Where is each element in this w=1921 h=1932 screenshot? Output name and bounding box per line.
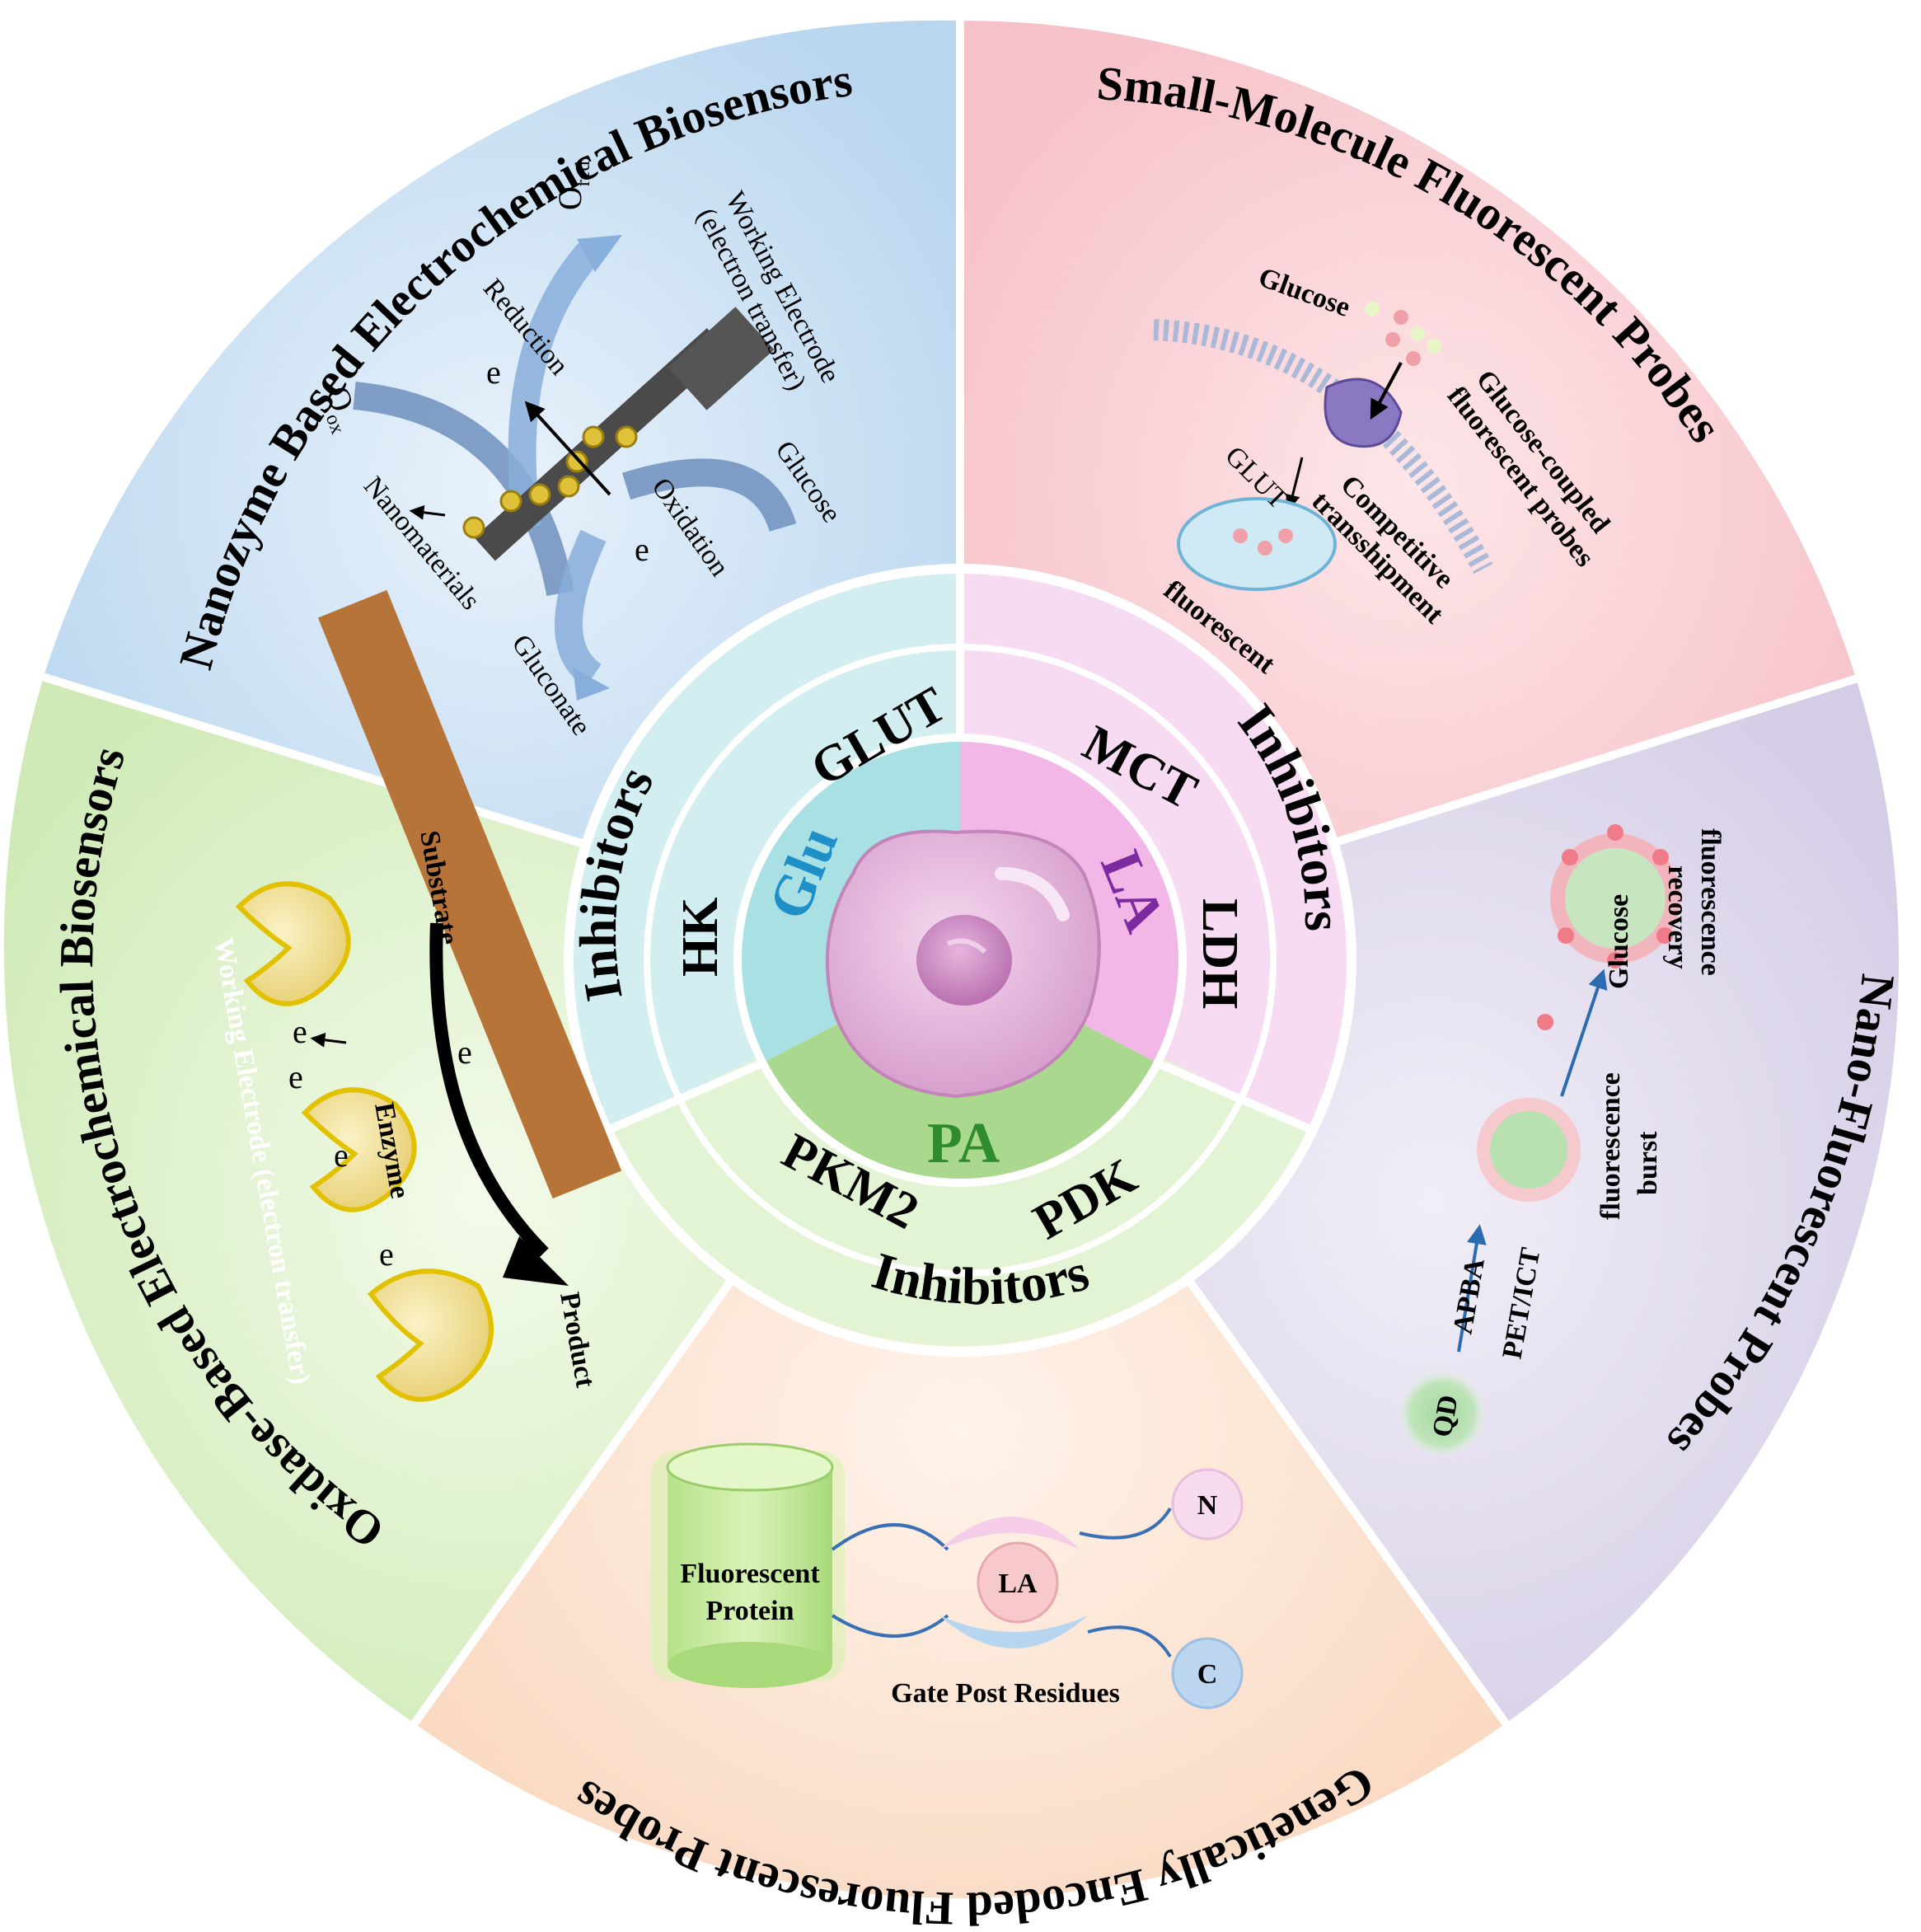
la-molecule bbox=[977, 1541, 1059, 1624]
o-red-label: Ored bbox=[551, 161, 594, 210]
oxidase-e-1: e bbox=[293, 1013, 307, 1050]
recovery-label-1: fluorescence bbox=[1695, 828, 1726, 976]
hk-label: HK bbox=[672, 898, 729, 977]
fluorescent-protein-cylinder bbox=[668, 1467, 832, 1665]
electron-label-1: e bbox=[486, 354, 501, 391]
n-terminus bbox=[1171, 1468, 1244, 1540]
qd-label: QD bbox=[1427, 1393, 1464, 1440]
glucose-label-nano: Glucose bbox=[1604, 894, 1634, 989]
mitochondrion bbox=[1177, 497, 1337, 591]
recovery-label-2: recovery bbox=[1662, 865, 1693, 969]
burst-label-1: fluorescence bbox=[1595, 1072, 1626, 1220]
c-terminus bbox=[1171, 1637, 1244, 1709]
gate-label: Gate Post Residues bbox=[891, 1678, 1120, 1709]
oxidase-electrode bbox=[317, 589, 622, 1199]
binding-domain-top bbox=[939, 1517, 1080, 1550]
cell-nucleus bbox=[916, 915, 1012, 1006]
glucose-molecules bbox=[1365, 302, 1441, 366]
substrate-product-arrow bbox=[429, 922, 549, 1258]
nanoparticles bbox=[462, 425, 638, 539]
binding-domain-bottom bbox=[939, 1615, 1088, 1648]
n-label: N bbox=[1197, 1490, 1218, 1521]
protein-label-1: Fluorescent bbox=[680, 1559, 820, 1589]
oxidase-e-5: e bbox=[379, 1236, 394, 1273]
oxidase-e-3: e bbox=[288, 1058, 303, 1095]
oxidase-e-2: e bbox=[457, 1034, 472, 1071]
quenched-particle bbox=[1477, 1098, 1581, 1202]
electron-label-2: e bbox=[635, 531, 649, 568]
arc-glucose bbox=[621, 458, 797, 532]
genetic-illustration: Fluorescent Protein LA N C Gate Post Res… bbox=[651, 1442, 1244, 1709]
enzymes bbox=[235, 881, 494, 1402]
ldh-label: LDH bbox=[1192, 898, 1248, 1009]
c-label: C bbox=[1197, 1659, 1218, 1690]
arc-oox-reduction bbox=[353, 382, 574, 597]
arc-gluconate bbox=[555, 529, 607, 688]
qd-particle bbox=[1397, 1368, 1488, 1459]
la-label-genetic: LA bbox=[998, 1569, 1038, 1599]
burst-label-2: burst bbox=[1633, 1131, 1663, 1195]
protein-label-2: Protein bbox=[705, 1596, 794, 1626]
oxidase-e-4: e bbox=[334, 1137, 349, 1174]
nano-fluor-illustration: fluorescence recovery Glucose fluorescen… bbox=[1397, 824, 1726, 1459]
pa-label: PA bbox=[927, 1112, 1000, 1175]
core-cell: Glu LA PA bbox=[757, 818, 1177, 1175]
arc-ored-up bbox=[508, 237, 604, 530]
